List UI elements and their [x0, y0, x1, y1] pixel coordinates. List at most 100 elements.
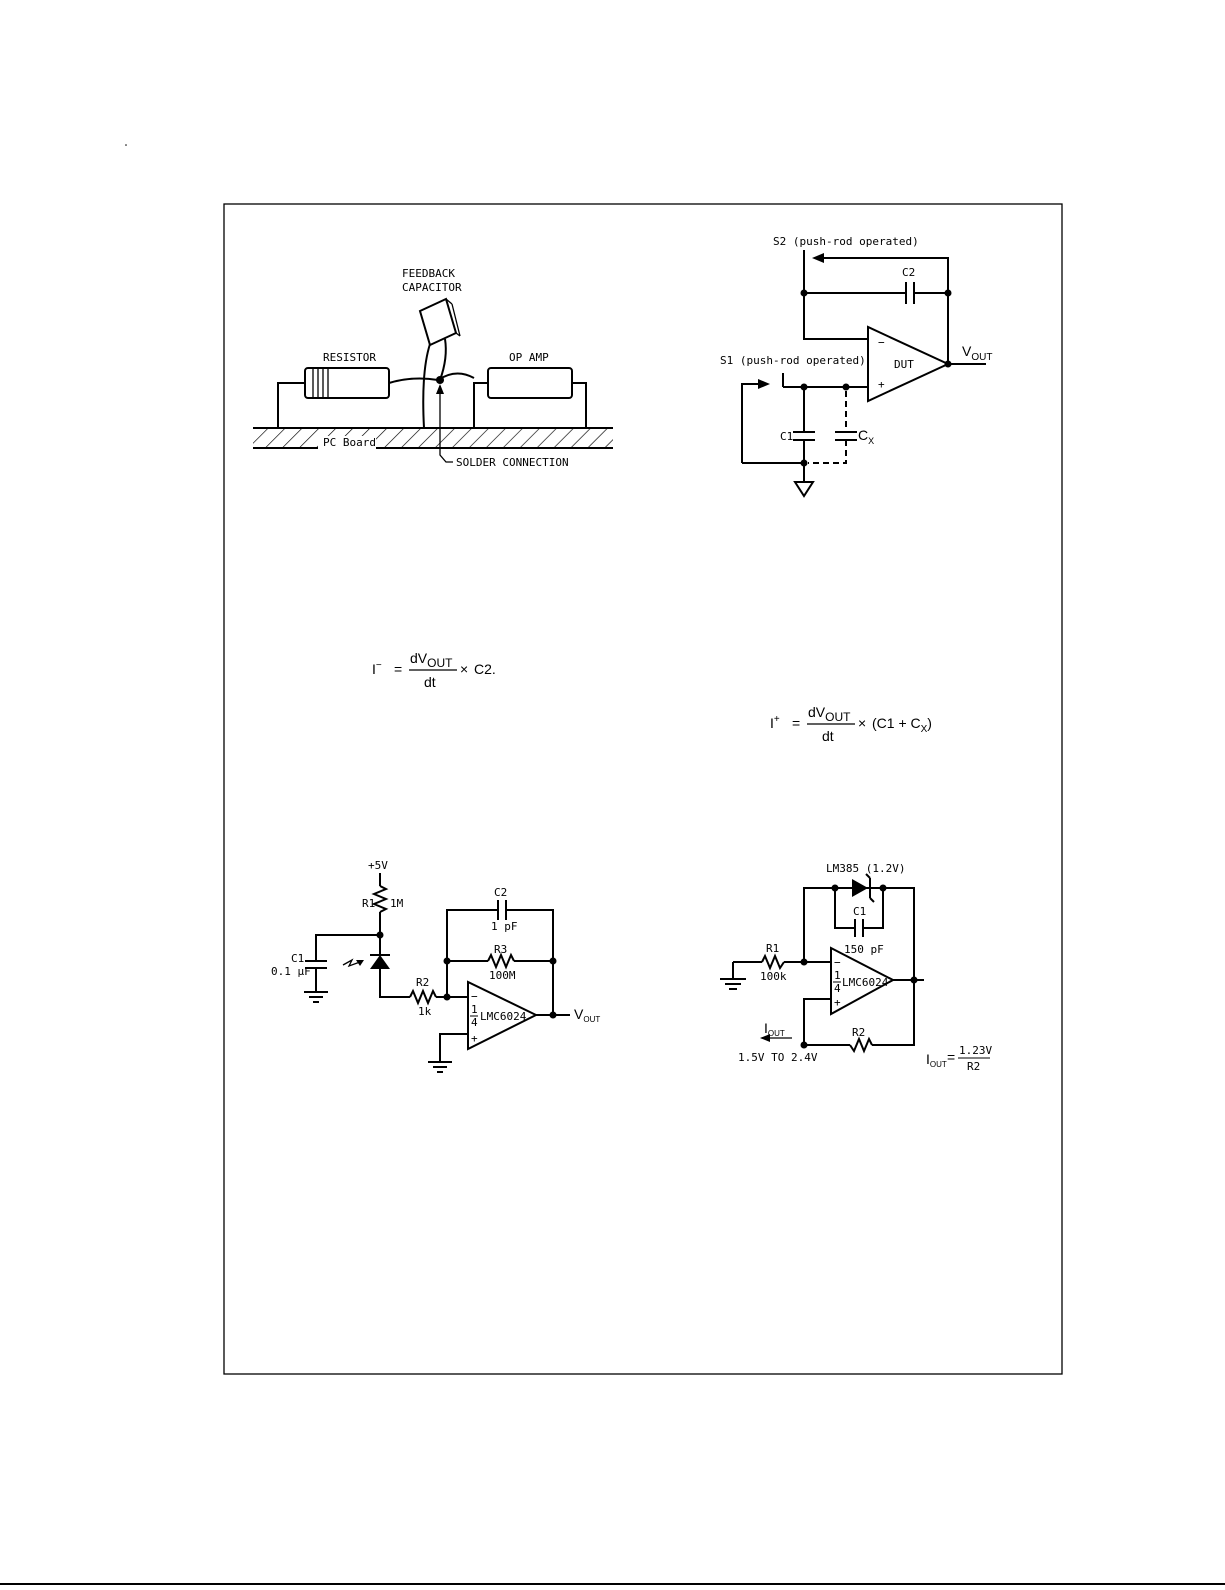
pc-board-label: PC Board: [323, 436, 376, 449]
eq2-tail-close: ): [927, 715, 932, 731]
fraction-numerator: 1: [834, 969, 841, 982]
eq2-lhs-sup: +: [774, 714, 780, 725]
lm385-diode-icon: [852, 879, 868, 897]
s1-label: S1 (push-rod operated): [720, 354, 866, 367]
r1-name: R1: [766, 942, 779, 955]
eq-times: ×: [460, 661, 468, 677]
svg-text:dVOUT: dVOUT: [808, 704, 851, 724]
iout-label: I: [764, 1020, 768, 1036]
zener-bar: [865, 873, 875, 903]
ground-icon: [793, 481, 815, 498]
pc-board: [253, 428, 613, 448]
c1-label: C1: [780, 430, 793, 443]
r3-value: 100M: [489, 969, 516, 982]
resistor-label: RESISTOR: [323, 351, 376, 364]
eq-numerator: dV: [410, 650, 428, 666]
current-source-figure: LM385 (1.2V) C1 150 pF R1 100k − + 1 4 L…: [720, 862, 992, 1073]
capacitor-lead: [422, 343, 431, 429]
vout-label: V: [962, 343, 972, 359]
r2-name: R2: [852, 1026, 865, 1039]
eq2-lhs: I: [770, 715, 774, 731]
feedback-label: FEEDBACK: [402, 267, 455, 280]
svg-text:CX: CX: [858, 427, 874, 446]
c2-value: 1 pF: [491, 920, 518, 933]
s2-label: S2 (push-rod operated): [773, 235, 919, 248]
eq2-tail-sub: X: [921, 724, 928, 735]
formula-lhs-sub: OUT: [930, 1060, 947, 1069]
svg-text:IOUT: IOUT: [926, 1051, 947, 1069]
lmc6024-opamp: [830, 946, 896, 1016]
iout-subscript: OUT: [768, 1029, 785, 1038]
r1-name: R1: [362, 897, 375, 910]
stray-mark: [125, 144, 127, 146]
eq-tail: C2.: [474, 661, 496, 677]
fraction-numerator: 1: [471, 1003, 478, 1016]
c1-value: 150 pF: [844, 943, 884, 956]
vout-subscript: OUT: [583, 1015, 600, 1024]
photodiode-icon: [370, 955, 390, 969]
dut-label: DUT: [894, 358, 914, 371]
equation-noninverting-bias: I+ = dVOUT dt × (C1 + CX): [770, 704, 932, 744]
feedback-wire: [803, 998, 850, 1046]
r1-resistor: [761, 953, 785, 971]
r1-value: 1M: [390, 897, 404, 910]
figure-frame: [223, 203, 1063, 1375]
c2-name: C2: [494, 886, 507, 899]
vout-subscript: OUT: [971, 352, 992, 363]
bias-test-figure: S2 (push-rod operated) C2 − + DUT VOUT S…: [720, 235, 992, 498]
eq-numerator-sub: OUT: [427, 656, 453, 670]
cx-subscript: X: [868, 436, 874, 446]
page-bottom-rule: [0, 1583, 1225, 1585]
supply-label: +5V: [368, 859, 388, 872]
s2-rod: [820, 257, 949, 292]
iout-arrow-icon: [760, 1034, 770, 1042]
c2-path: [446, 909, 554, 1015]
s1-rod: [741, 383, 762, 463]
eq-denominator: dt: [424, 674, 436, 690]
svg-text:VOUT: VOUT: [962, 343, 992, 363]
opamp-lead-right: [572, 382, 587, 428]
eq2-denominator: dt: [822, 728, 834, 744]
inverting-wire: [803, 293, 868, 340]
formula-denominator: R2: [967, 1060, 980, 1073]
cx-label: C: [858, 427, 868, 443]
formula-lhs: I: [926, 1051, 930, 1067]
opamp-body: [487, 367, 573, 399]
c2-label: C2: [902, 266, 915, 279]
r2-resistor: [849, 1036, 873, 1054]
r2-resistor: [409, 988, 437, 1006]
r1-value: 100k: [760, 970, 787, 983]
eq2-numerator: dV: [808, 704, 826, 720]
c1-value: 0.1 μF: [271, 965, 311, 978]
lmc6024-opamp: [467, 980, 539, 1051]
opamp-label: OP AMP: [509, 351, 549, 364]
solder-label: SOLDER CONNECTION: [456, 456, 569, 469]
opamp-plus: +: [471, 1032, 478, 1045]
dut-plus: +: [878, 378, 885, 391]
s1-arrow-icon: [758, 379, 770, 389]
s2-arrow-icon: [812, 253, 824, 263]
r3-name: R3: [494, 943, 507, 956]
eq2-equals: =: [792, 715, 800, 731]
opamp-plus: +: [834, 996, 841, 1009]
chip-label: LMC6024: [842, 976, 889, 989]
resistor-lead-left: [277, 382, 305, 428]
reference-label: LM385 (1.2V): [826, 862, 905, 875]
vout-label: V: [574, 1006, 584, 1022]
r1-resistor: [371, 885, 389, 913]
capacitor-lead: [439, 338, 447, 381]
solder-leader: [439, 386, 453, 463]
eq2-times: ×: [858, 715, 866, 731]
r2-value: 1k: [418, 1005, 432, 1018]
c1-name: C1: [291, 952, 304, 965]
eq-equals: =: [394, 661, 402, 677]
r2-name: R2: [416, 976, 429, 989]
fraction-denominator: 4: [834, 982, 841, 995]
svg-text:(C1 + CX): (C1 + CX): [872, 715, 932, 735]
formula-equals: =: [947, 1049, 955, 1065]
dut-minus: −: [878, 336, 885, 349]
board-layout-figure: PC Board RESISTOR OP AMP FEEDBACK CAPACI…: [253, 267, 613, 469]
noninverting-ground: [439, 1033, 468, 1062]
opamp-minus: −: [834, 956, 841, 969]
svg-text:IOUT: IOUT: [764, 1020, 785, 1038]
